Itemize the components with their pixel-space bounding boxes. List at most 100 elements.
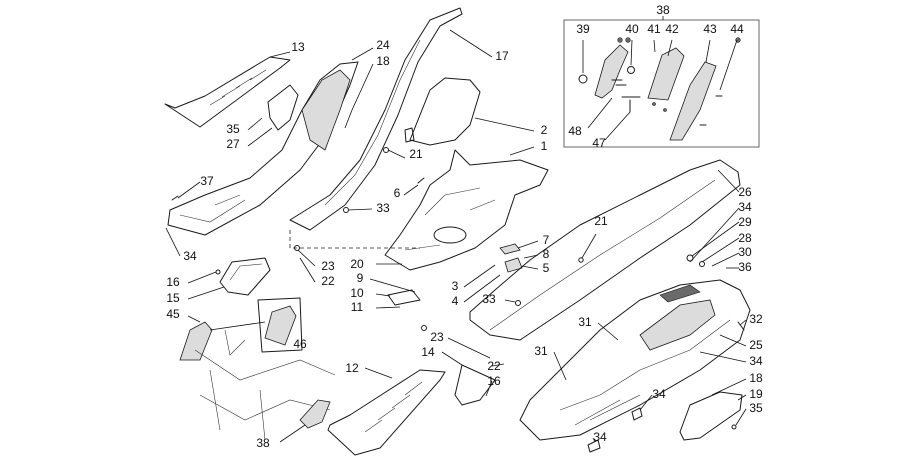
lead-22a [299,257,316,283]
screw-37 [171,195,179,201]
bracket-7 [499,243,521,255]
lead-26 [717,169,740,193]
lead-6 [403,184,419,196]
grip-46 [264,305,297,346]
callout-l18b: 18 [749,371,763,385]
callout-l31a: 31 [578,315,592,329]
lead-13 [269,51,291,58]
lead-30 [711,252,740,267]
callout-l40: 40 [625,22,639,36]
lead-7 [517,240,539,249]
lead-15 [187,286,225,300]
callout-l4: 4 [452,294,459,308]
callout-l29: 29 [738,215,752,229]
mat-12-ribs [364,381,423,433]
callout-l34e: 34 [593,430,607,444]
lead-42 [667,39,673,57]
callout-l34c: 34 [749,354,763,368]
cover-19 [679,391,743,441]
screw-35b [731,424,737,430]
lead-34c [699,351,747,363]
screw-23a [294,245,300,251]
callout-l45: 45 [166,307,180,321]
callout-l34a: 34 [738,200,752,214]
lead-31b [553,351,567,381]
callout-l7: 7 [543,233,550,247]
lead-45 [187,315,201,323]
callout-l38b: 38 [656,3,670,17]
grip-45 [179,321,213,361]
part-27-cover [247,84,299,147]
panel-25-window [639,299,716,351]
inset-dot-b [652,102,656,106]
callout-l15: 15 [166,291,180,305]
lead-40 [630,39,633,66]
inset-detail-38 [563,16,760,148]
callout-l26: 26 [738,185,752,199]
callout-l41: 41 [647,22,661,36]
part-13-mat [164,51,291,128]
callout-l37: 37 [200,174,214,188]
lead-34a [689,207,740,263]
callout-l39: 39 [576,22,590,36]
frame-sketch [194,329,336,441]
inset-nut-41 [627,66,635,74]
callout-l34d: 34 [652,387,666,401]
lead-4 [463,274,501,303]
lead-34b [165,227,181,257]
callout-l43: 43 [703,22,717,36]
lead-31a [597,322,619,341]
lead-18b [711,378,747,396]
callout-l6: 6 [394,186,401,200]
part-12-mat [327,367,446,456]
callout-l11: 11 [351,300,364,314]
part-25-right-lower [519,279,751,453]
callout-l25: 25 [749,338,763,352]
callout-l22a: 22 [321,274,335,288]
inset-bracket-right [669,61,717,141]
panel-24-detail [179,194,246,223]
tunnel-1-outline [384,149,549,271]
callout-l14: 14 [421,345,435,359]
inset-bolt-47 [621,96,641,113]
part-26-right-panel [469,159,741,341]
panel-15-outline [219,257,271,296]
callout-l20: 20 [350,257,364,271]
screw-6 [417,177,425,184]
lead-43 [705,39,711,63]
lead-14 [441,351,463,366]
inset-bracket-left [594,44,629,99]
lead-47 [604,111,631,141]
callout-l33a: 33 [376,201,390,215]
callout-l33b: 33 [482,292,496,306]
panel-25-clip [659,284,701,303]
callout-l48: 48 [568,124,582,138]
callout-l17: 17 [495,49,509,63]
callout-l27: 27 [226,137,240,151]
screw-32 [737,321,745,331]
inset-washer-39 [578,74,588,84]
hardware-center [294,147,539,331]
lead-33b [504,299,516,303]
lead-23a [297,249,316,267]
lead-2 [474,117,535,132]
bracket-5 [504,257,523,273]
callout-l24: 24 [376,38,390,52]
callout-l35a: 35 [226,122,240,136]
dash-left-link [289,230,420,249]
panel-26-outline [469,159,741,341]
callout-l16b: 16 [487,374,501,388]
callout-l22b: 22 [487,359,501,373]
lead-45-46 [209,321,266,331]
lead-18a [344,63,374,129]
tunnel-1-detail [404,187,496,251]
seat-2-hinge [404,127,415,143]
lead-33a [347,208,373,211]
callout-l47: 47 [592,136,606,150]
lead-28 [701,237,740,263]
mat-13-outline [164,56,291,128]
part-45-46 [179,297,336,443]
lead-22b [491,363,505,367]
